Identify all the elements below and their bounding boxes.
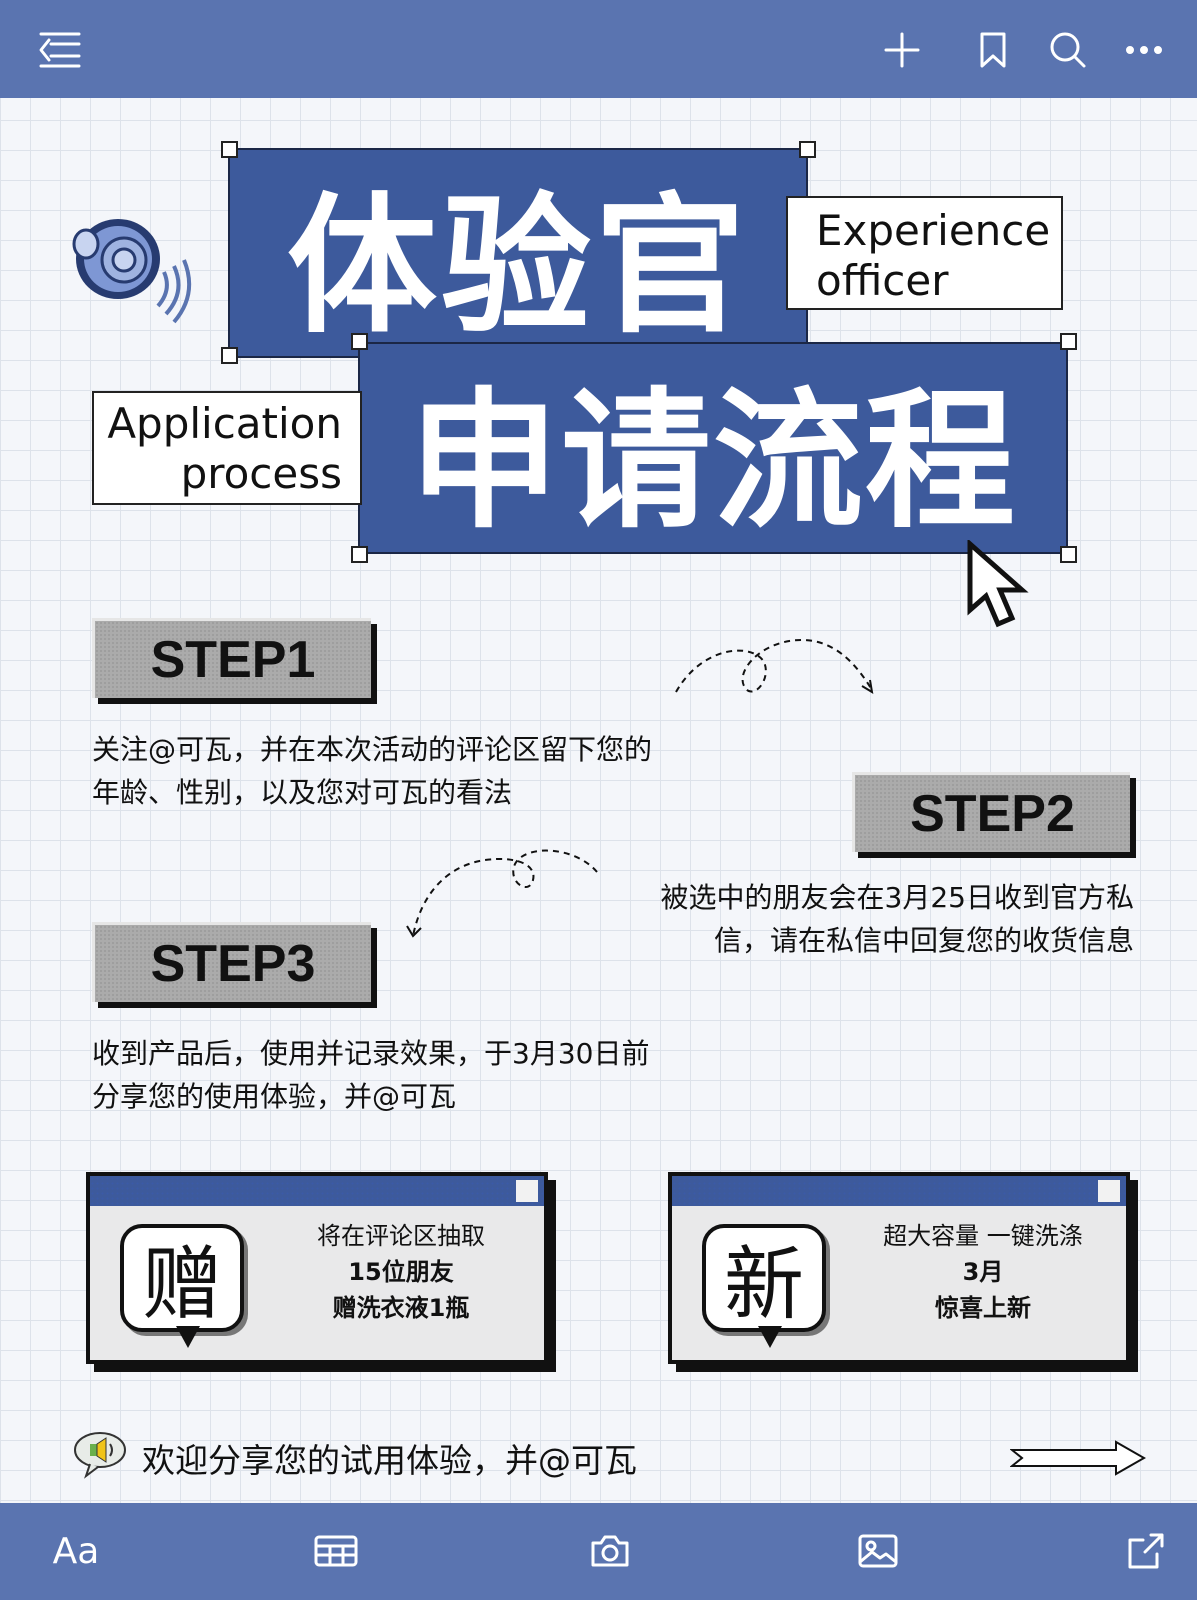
bottom-toolbar: Aa xyxy=(0,1503,1197,1600)
step1-button: STEP1 xyxy=(92,618,371,698)
application-process-label: Application process xyxy=(92,391,362,505)
experience-officer-label: Experience officer xyxy=(786,196,1063,310)
step2-button: STEP2 xyxy=(852,772,1130,852)
table-icon[interactable] xyxy=(312,1529,360,1573)
new-speech-bubble: 新 xyxy=(702,1224,826,1332)
dashed-arrow-decoration xyxy=(405,846,605,950)
new-card: 新 超大容量 一键洗涤 3月 惊喜上新 xyxy=(668,1172,1130,1364)
card-line: 超大容量 一键洗涤 xyxy=(883,1222,1083,1250)
card-line: 15位朋友 xyxy=(348,1258,454,1286)
new-card-text: 超大容量 一键洗涤 3月 惊喜上新 xyxy=(848,1218,1118,1326)
step1-text: 关注@可瓦，并在本次活动的评论区留下您的 年龄、性别，以及您对可瓦的看法 xyxy=(92,733,653,809)
card-line: 赠洗衣液1瓶 xyxy=(332,1294,470,1322)
gift-card: 赠 将在评论区抽取 15位朋友 赠洗衣液1瓶 xyxy=(86,1172,548,1364)
menu-collapse-icon[interactable] xyxy=(36,28,84,72)
gift-card-text: 将在评论区抽取 15位朋友 赠洗衣液1瓶 xyxy=(266,1218,536,1326)
title-line1: 体验官 xyxy=(228,148,808,358)
speaker-bubble-icon xyxy=(72,1430,132,1484)
selection-handle xyxy=(1060,333,1077,350)
camera-icon[interactable] xyxy=(588,1529,632,1573)
speaker-illustration xyxy=(68,214,192,336)
plus-icon[interactable] xyxy=(882,28,922,72)
step2-text: 被选中的朋友会在3月25日收到官方私 信，请在私信中回复您的收货信息 xyxy=(660,881,1134,957)
selection-handle xyxy=(221,347,238,364)
selection-handle xyxy=(799,141,816,158)
step3-button: STEP3 xyxy=(92,922,371,1002)
selection-handle xyxy=(351,546,368,563)
selection-handle xyxy=(221,141,238,158)
dashed-arrow-decoration xyxy=(672,636,882,720)
text-format-button[interactable]: Aa xyxy=(52,1530,100,1572)
footer-text: 欢迎分享您的试用体验，并@可瓦 xyxy=(142,1441,637,1480)
title-line2: 申请流程 xyxy=(358,342,1068,554)
bookmark-icon[interactable] xyxy=(976,28,1010,72)
selection-handle xyxy=(1060,546,1077,563)
cursor-icon xyxy=(966,538,1046,634)
search-icon[interactable] xyxy=(1048,28,1088,72)
step3-text: 收到产品后，使用并记录效果，于3月30日前 分享您的使用体验，并@可瓦 xyxy=(92,1037,650,1113)
card-line: 3月 xyxy=(962,1258,1004,1286)
image-icon[interactable] xyxy=(856,1529,900,1573)
more-icon[interactable] xyxy=(1124,38,1164,62)
card-header xyxy=(90,1176,544,1206)
share-icon[interactable] xyxy=(1124,1529,1168,1573)
arrow-right-icon xyxy=(1009,1440,1147,1480)
card-header xyxy=(672,1176,1126,1206)
card-line: 将在评论区抽取 xyxy=(317,1222,485,1250)
selection-handle xyxy=(351,333,368,350)
gift-speech-bubble: 赠 xyxy=(120,1224,244,1332)
top-toolbar xyxy=(0,0,1197,98)
card-line: 惊喜上新 xyxy=(935,1294,1031,1322)
